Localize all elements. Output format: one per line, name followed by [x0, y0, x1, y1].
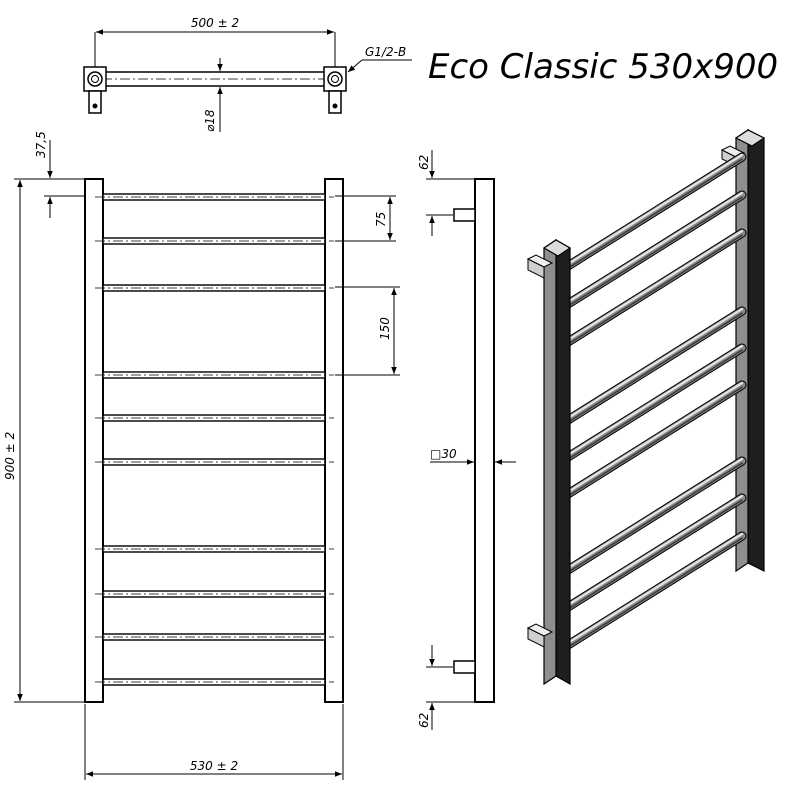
- front-rail: [95, 193, 334, 201]
- front-rail: [95, 284, 334, 292]
- top-width-label: 500 ± 2: [191, 16, 239, 30]
- spacing-large-label: 150: [378, 317, 392, 340]
- iso-rails: [563, 152, 747, 650]
- tube-diameter-label: ⌀18: [203, 109, 217, 132]
- iso-rail: [563, 493, 747, 612]
- iso-rail: [563, 228, 747, 347]
- profile-size-label: □30: [430, 447, 457, 461]
- product-title: Eco Classic 530x900: [428, 47, 778, 87]
- front-rail: [95, 590, 334, 598]
- side-post: [474, 178, 495, 703]
- front-rails: [95, 193, 334, 686]
- iso-rail: [563, 531, 747, 650]
- front-rail: [95, 414, 334, 422]
- front-rail: [95, 458, 334, 466]
- side-bottom-bracket: [453, 660, 476, 674]
- front-right-post: [324, 178, 344, 703]
- front-rail: [95, 678, 334, 686]
- iso-rail: [563, 380, 747, 499]
- thread-label: G1/2-B: [365, 45, 406, 59]
- side-view: 62 62 □30: [417, 150, 516, 730]
- front-view: 900 ± 2 37,5 75 150 530 ± 2: [3, 131, 400, 780]
- front-rail: [95, 633, 334, 641]
- side-top-offset-label: 62: [417, 155, 431, 170]
- front-left-post: [84, 178, 104, 703]
- spacing-small-label: 75: [374, 212, 388, 227]
- front-rail: [95, 371, 334, 379]
- iso-rail: [563, 343, 747, 462]
- bottom-width-label: 530 ± 2: [190, 759, 238, 773]
- side-bottom-offset-label: 62: [417, 713, 431, 728]
- isometric-view: [526, 128, 766, 686]
- iso-rail: [563, 190, 747, 309]
- iso-rail: [563, 152, 747, 271]
- front-rail: [95, 545, 334, 553]
- top-view: 500 ± 2 G1/2-B ⌀18: [83, 16, 412, 132]
- side-top-bracket: [453, 208, 476, 222]
- iso-rail: [563, 306, 747, 425]
- front-rail: [95, 237, 334, 245]
- iso-front-post: [543, 238, 557, 686]
- height-label: 900 ± 2: [3, 432, 17, 480]
- top-offset-label: 37,5: [34, 131, 48, 158]
- iso-rail: [563, 456, 747, 575]
